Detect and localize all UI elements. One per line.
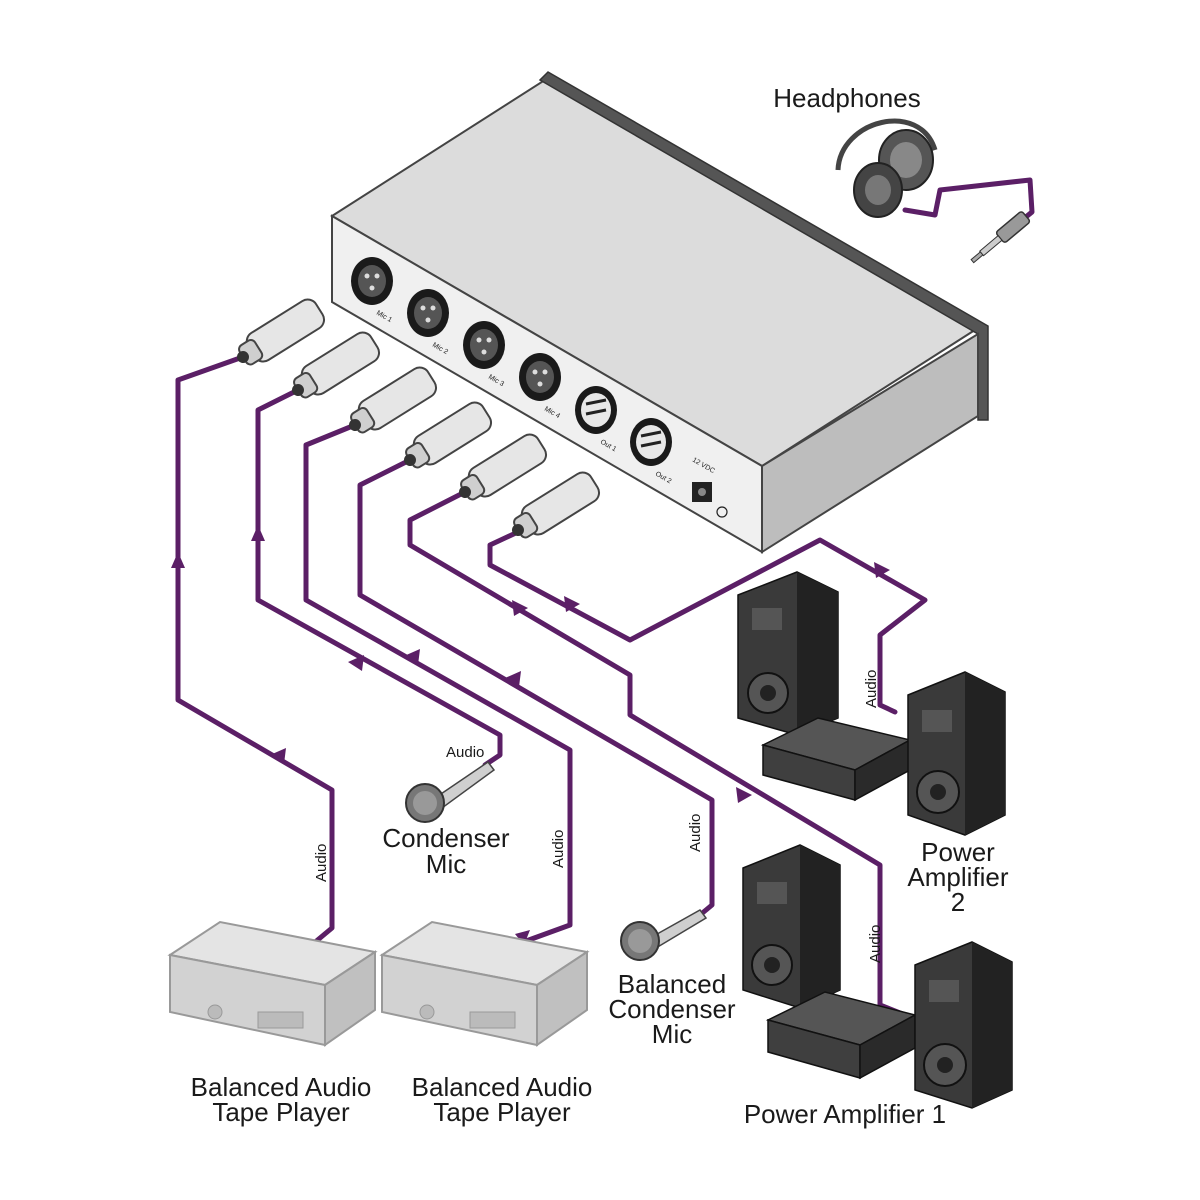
cable-label-amp2: Audio	[863, 670, 880, 708]
speaker-icon	[737, 571, 839, 736]
label-tape-player-2-line2: Tape Player	[433, 1097, 571, 1127]
label-tape-player-2-line1: Balanced Audio	[412, 1072, 593, 1102]
label-tape-player-1-line2: Tape Player	[212, 1097, 350, 1127]
tape-player-icon	[167, 920, 378, 1047]
xlr-plug-icon	[237, 298, 326, 366]
tape-player-icon	[379, 920, 590, 1047]
arrow-icon	[564, 596, 580, 612]
arrow-icon	[404, 649, 420, 665]
xlr-output-connector-icon	[575, 386, 617, 434]
xlr-connector-icon	[407, 289, 449, 337]
cable-label-balanced: Audio	[687, 814, 704, 852]
arrow-icon	[874, 562, 890, 578]
cable-out2	[487, 529, 928, 715]
power-amplifier-2	[737, 571, 1006, 836]
audio-mixer-device: Mic 1 Mic 2 Mic 3 Mic 4 Out 1 Out 2 12 V…	[330, 71, 989, 554]
arrow-icon	[251, 525, 265, 541]
label-power-amp-2-line1: Power	[921, 837, 995, 867]
device-rim	[538, 71, 989, 421]
speaker-icon	[907, 671, 1006, 836]
xlr-plug-icon	[349, 366, 438, 434]
cable-balanced	[357, 457, 715, 918]
xlr-plug-icon	[459, 433, 548, 501]
xlr-plugs	[237, 298, 601, 539]
xlr-output-connector-icon	[630, 418, 672, 466]
xlr-connector-icon	[463, 321, 505, 369]
cable-label-tape2: Audio	[550, 830, 567, 868]
power-amplifier-1	[742, 844, 1013, 1109]
headphones-icon	[835, 118, 1031, 264]
cable-label-amp1: Audio	[867, 925, 884, 963]
microphone-icon	[405, 760, 496, 823]
label-power-amp-2-line3: 2	[951, 887, 965, 917]
xlr-plug-icon	[404, 401, 493, 469]
cable-arrows	[171, 525, 890, 945]
label-condenser-mic-2: Mic	[426, 849, 466, 879]
cable-condenser	[255, 387, 503, 768]
xlr-plug-icon	[512, 471, 601, 539]
power-jack-hole	[698, 488, 706, 496]
microphone-icon	[620, 909, 708, 961]
headphone-plug-icon	[970, 211, 1031, 264]
label-power-amp-1: Power Amplifier 1	[744, 1099, 946, 1129]
arrow-icon	[171, 552, 185, 568]
label-tape-player-1-line1: Balanced Audio	[191, 1072, 372, 1102]
arrow-icon	[736, 787, 752, 803]
speaker-icon	[914, 941, 1013, 1109]
label-balanced-condenser-3: Mic	[652, 1019, 692, 1049]
cable-tape2	[303, 422, 573, 948]
label-headphones: Headphones	[773, 83, 920, 113]
arrow-icon	[270, 748, 286, 764]
speaker-icon	[742, 844, 841, 1009]
cables	[175, 177, 1035, 1018]
arrow-icon	[505, 671, 521, 687]
amplifier-icon	[760, 717, 913, 802]
label-condenser-mic-1: Condenser	[382, 823, 510, 853]
xlr-plug-icon	[292, 331, 381, 399]
arrow-icon	[515, 930, 530, 945]
label-balanced-condenser-1: Balanced	[618, 969, 726, 999]
xlr-connector-icon	[351, 257, 393, 305]
label-power-amp-2-line2: Amplifier	[907, 862, 1008, 892]
arrow-icon	[512, 600, 528, 616]
arrow-icon	[348, 655, 364, 671]
cable-tape1	[175, 355, 335, 951]
label-balanced-condenser-2: Condenser	[608, 994, 736, 1024]
cable-out1	[407, 489, 908, 1018]
polarity-icon	[716, 506, 728, 518]
xlr-connector-icon	[519, 353, 561, 401]
cable-label-condenser: Audio	[446, 744, 484, 761]
cable-label-tape1: Audio	[313, 844, 330, 882]
